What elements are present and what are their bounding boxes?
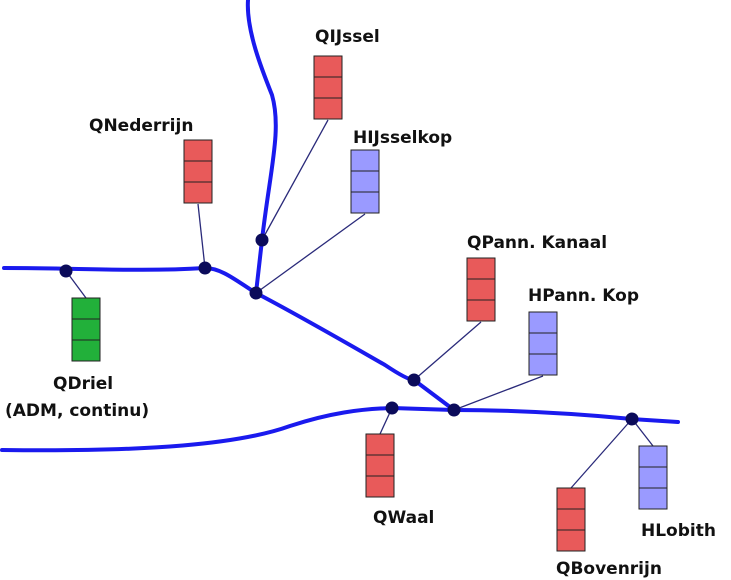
hlobith-box-cell-2 — [638, 466, 668, 489]
hpannkop-box-cell-3 — [528, 353, 558, 376]
qijssel-label: QIJssel — [315, 27, 380, 47]
node-driel — [59, 264, 73, 278]
node-waal-gauge — [385, 401, 399, 415]
hijsselkop-box-cell-3 — [350, 191, 380, 214]
node-ijssel-gauge — [255, 233, 269, 247]
hijsselkop-box-cell-2 — [350, 170, 380, 193]
connector-qpannkanaal — [413, 321, 482, 381]
qbovenrijn-box — [556, 487, 586, 552]
qdriel-box-cell-2 — [71, 318, 101, 341]
river-nederrijn — [2, 266, 258, 295]
qpannkanaal-box-cell-3 — [466, 299, 496, 322]
qpannkanaal-box-cell-2 — [466, 278, 496, 301]
station-labels: QIJssel HIJsselkop QNederrijn QPann. Kan… — [5, 27, 716, 579]
qwaal-box-cell-2 — [365, 454, 395, 477]
qnederrijn-box — [183, 139, 213, 204]
qijssel-box — [313, 55, 343, 120]
hlobith-label: HLobith — [641, 521, 716, 541]
hpannkop-box — [528, 311, 558, 376]
node-pannerdensch-gauge — [407, 373, 421, 387]
connector-hpannkop — [453, 375, 544, 411]
connector-qijssel — [261, 119, 329, 241]
qdriel-label: QDriel — [53, 374, 113, 394]
qnederrijn-label: QNederrijn — [89, 116, 193, 136]
qnederrijn-box-cell-3 — [183, 181, 213, 204]
node-lobith — [625, 412, 639, 426]
qdriel-box-cell-3 — [71, 339, 101, 362]
river-ijssel — [245, 0, 278, 295]
rivers — [0, 0, 680, 453]
qnederrijn-box-cell-2 — [183, 160, 213, 183]
qpannkanaal-label: QPann. Kanaal — [467, 233, 607, 253]
qbovenrijn-box-cell-1 — [556, 487, 586, 510]
qbovenrijn-box-cell-3 — [556, 529, 586, 552]
qijssel-box-cell-1 — [313, 55, 343, 78]
connector-qnederrijn — [197, 203, 206, 269]
qwaal-label: QWaal — [373, 508, 434, 528]
hijsselkop-label: HIJsselkop — [353, 128, 452, 148]
qnederrijn-box-cell-1 — [183, 139, 213, 162]
junction-nodes — [59, 233, 639, 426]
qdriel-box-cell-1 — [71, 297, 101, 320]
qijssel-box-cell-2 — [313, 76, 343, 99]
qdriel-box — [71, 297, 101, 362]
station-boxes — [71, 55, 668, 552]
qbovenrijn-label: QBovenrijn — [556, 559, 662, 579]
hpannkop-box-cell-1 — [528, 311, 558, 334]
hlobith-box-cell-1 — [638, 445, 668, 468]
hpannkop-label: HPann. Kop — [528, 286, 639, 306]
qijssel-box-cell-3 — [313, 97, 343, 120]
hijsselkop-box — [350, 149, 380, 214]
hpannkop-box-cell-2 — [528, 332, 558, 355]
qpannkanaal-box — [466, 257, 496, 322]
node-pannerdensche-kop — [447, 403, 461, 417]
hlobith-box-cell-3 — [638, 487, 668, 510]
hijsselkop-box-cell-1 — [350, 149, 380, 172]
river-bovenrijn — [452, 408, 680, 424]
river-pannerdensch-kanaal — [254, 291, 456, 412]
qwaal-box — [365, 433, 395, 498]
qdriel-sublabel: (ADM, continu) — [5, 401, 149, 421]
hlobith-box — [638, 445, 668, 510]
connector-hijsselkop — [255, 213, 366, 294]
connector-qbovenrijn — [570, 418, 633, 489]
qbovenrijn-box-cell-2 — [556, 508, 586, 531]
river-waal — [0, 406, 456, 453]
qwaal-box-cell-1 — [365, 433, 395, 456]
qwaal-box-cell-3 — [365, 475, 395, 498]
node-ijsselkop — [249, 286, 263, 300]
node-nederrijn-gauge — [198, 261, 212, 275]
qpannkanaal-box-cell-1 — [466, 257, 496, 280]
